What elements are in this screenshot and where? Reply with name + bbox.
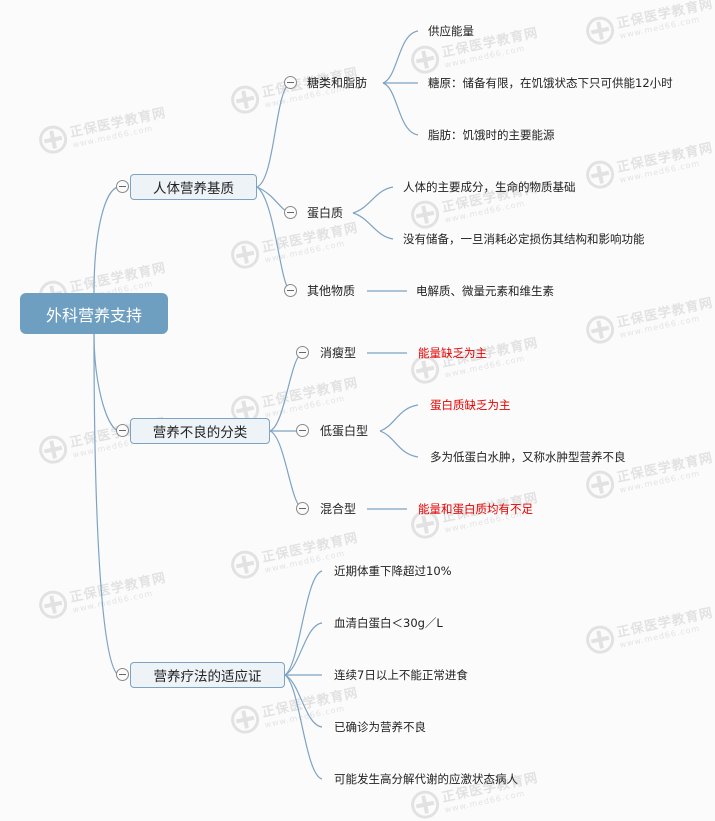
collapse-toggle-icon[interactable] (296, 346, 309, 359)
collapse-toggle-icon[interactable] (284, 76, 297, 89)
collapse-toggle-icon[interactable] (116, 180, 129, 193)
leaf-item[interactable]: 供应能量 (428, 24, 474, 38)
leaf-item-highlight[interactable]: 能量和蛋白质均有不足 (418, 502, 533, 516)
subtopic-mixed[interactable]: 混合型 (320, 502, 357, 516)
leaf-item[interactable]: 脂肪：饥饿时的主要能源 (428, 128, 555, 142)
branch-malnutrition-classification[interactable]: 营养不良的分类 (130, 418, 270, 444)
collapse-toggle-icon[interactable] (284, 206, 297, 219)
leaf-item[interactable]: 可能发生高分解代谢的应激状态病人 (334, 772, 518, 786)
collapse-toggle-icon[interactable] (116, 424, 129, 437)
leaf-item[interactable]: 电解质、微量元素和维生素 (416, 284, 554, 298)
subtopic-marasmus[interactable]: 消瘦型 (320, 346, 357, 360)
subtopic-hypoproteinemia[interactable]: 低蛋白型 (320, 424, 369, 438)
collapse-toggle-icon[interactable] (296, 502, 309, 515)
leaf-item[interactable]: 多为低蛋白水肿，又称水肿型营养不良 (430, 450, 626, 464)
collapse-toggle-icon[interactable] (284, 284, 297, 297)
leaf-item-highlight[interactable]: 蛋白质缺乏为主 (430, 398, 511, 412)
root-topic[interactable]: 外科营养支持 (20, 293, 168, 334)
leaf-item[interactable]: 已确诊为营养不良 (334, 720, 426, 734)
root-topic-label: 外科营养支持 (45, 305, 142, 325)
leaf-item[interactable]: 没有储备，一旦消耗必定损伤其结构和影响功能 (403, 232, 645, 246)
collapse-toggle-icon[interactable] (296, 424, 309, 437)
leaf-item[interactable]: 近期体重下降超过10% (334, 564, 452, 578)
collapse-toggle-icon[interactable] (116, 668, 129, 681)
subtopic-protein[interactable]: 蛋白质 (307, 206, 344, 220)
leaf-item[interactable]: 血清白蛋白＜30g／L (334, 616, 443, 630)
leaf-item-highlight[interactable]: 能量缺乏为主 (418, 346, 487, 360)
branch-label: 营养不良的分类 (152, 425, 248, 441)
leaf-item[interactable]: 人体的主要成分，生命的物质基础 (403, 180, 576, 194)
subtopic-carbs-fats[interactable]: 糖类和脂肪 (307, 76, 368, 90)
branch-nutrition-therapy-indications[interactable]: 营养疗法的适应证 (130, 662, 285, 688)
leaf-item[interactable]: 连续7日以上不能正常进食 (334, 668, 468, 682)
branch-nutrition-substrates[interactable]: 人体营养基质 (130, 174, 257, 200)
subtopic-other-substances[interactable]: 其他物质 (307, 284, 356, 298)
leaf-item[interactable]: 糖原：储备有限，在饥饿状态下只可供能12小时 (428, 76, 673, 90)
branch-label: 人体营养基质 (153, 181, 234, 197)
branch-label: 营养疗法的适应证 (153, 669, 262, 685)
